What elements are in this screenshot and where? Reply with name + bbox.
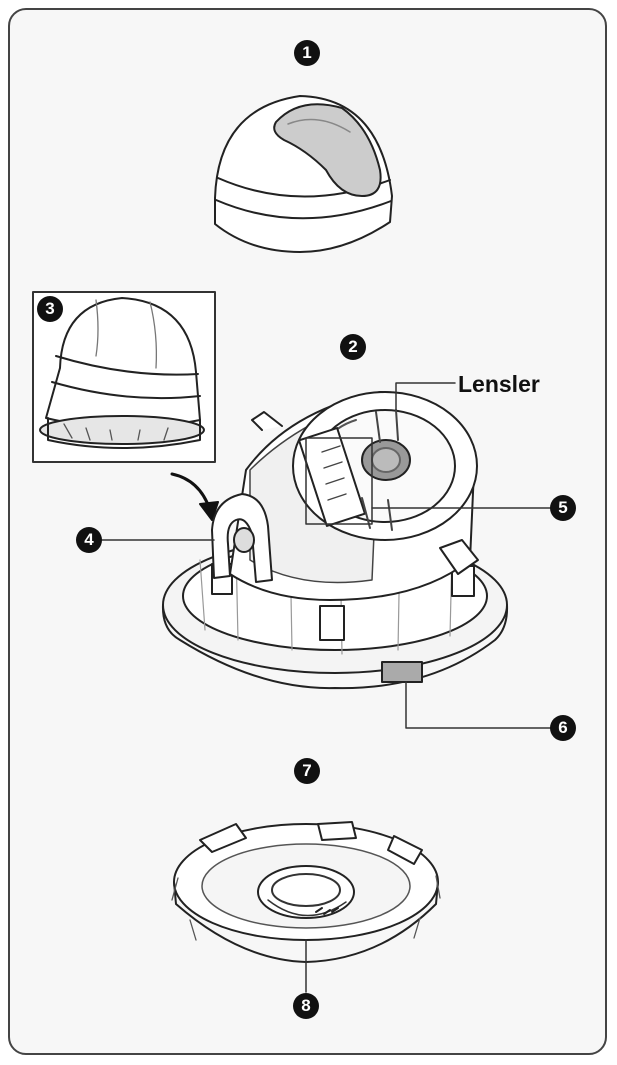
callout-5: 5	[550, 495, 576, 521]
lens-label: Lensler	[458, 371, 540, 397]
callout-3: 3	[37, 296, 63, 322]
gimbal-assembly	[211, 391, 479, 601]
insert-arrow	[170, 472, 219, 521]
callout-1: 1	[294, 40, 320, 66]
mounting-plate	[171, 821, 441, 963]
callout-6: 6	[550, 715, 576, 741]
callout-8: 8	[293, 993, 319, 1019]
callout-4: 4	[76, 527, 102, 553]
dome-cover	[214, 95, 393, 253]
callout-7: 7	[294, 758, 320, 784]
inset-box	[32, 291, 216, 463]
callout-2: 2	[340, 334, 366, 360]
leader-lines	[101, 382, 553, 993]
